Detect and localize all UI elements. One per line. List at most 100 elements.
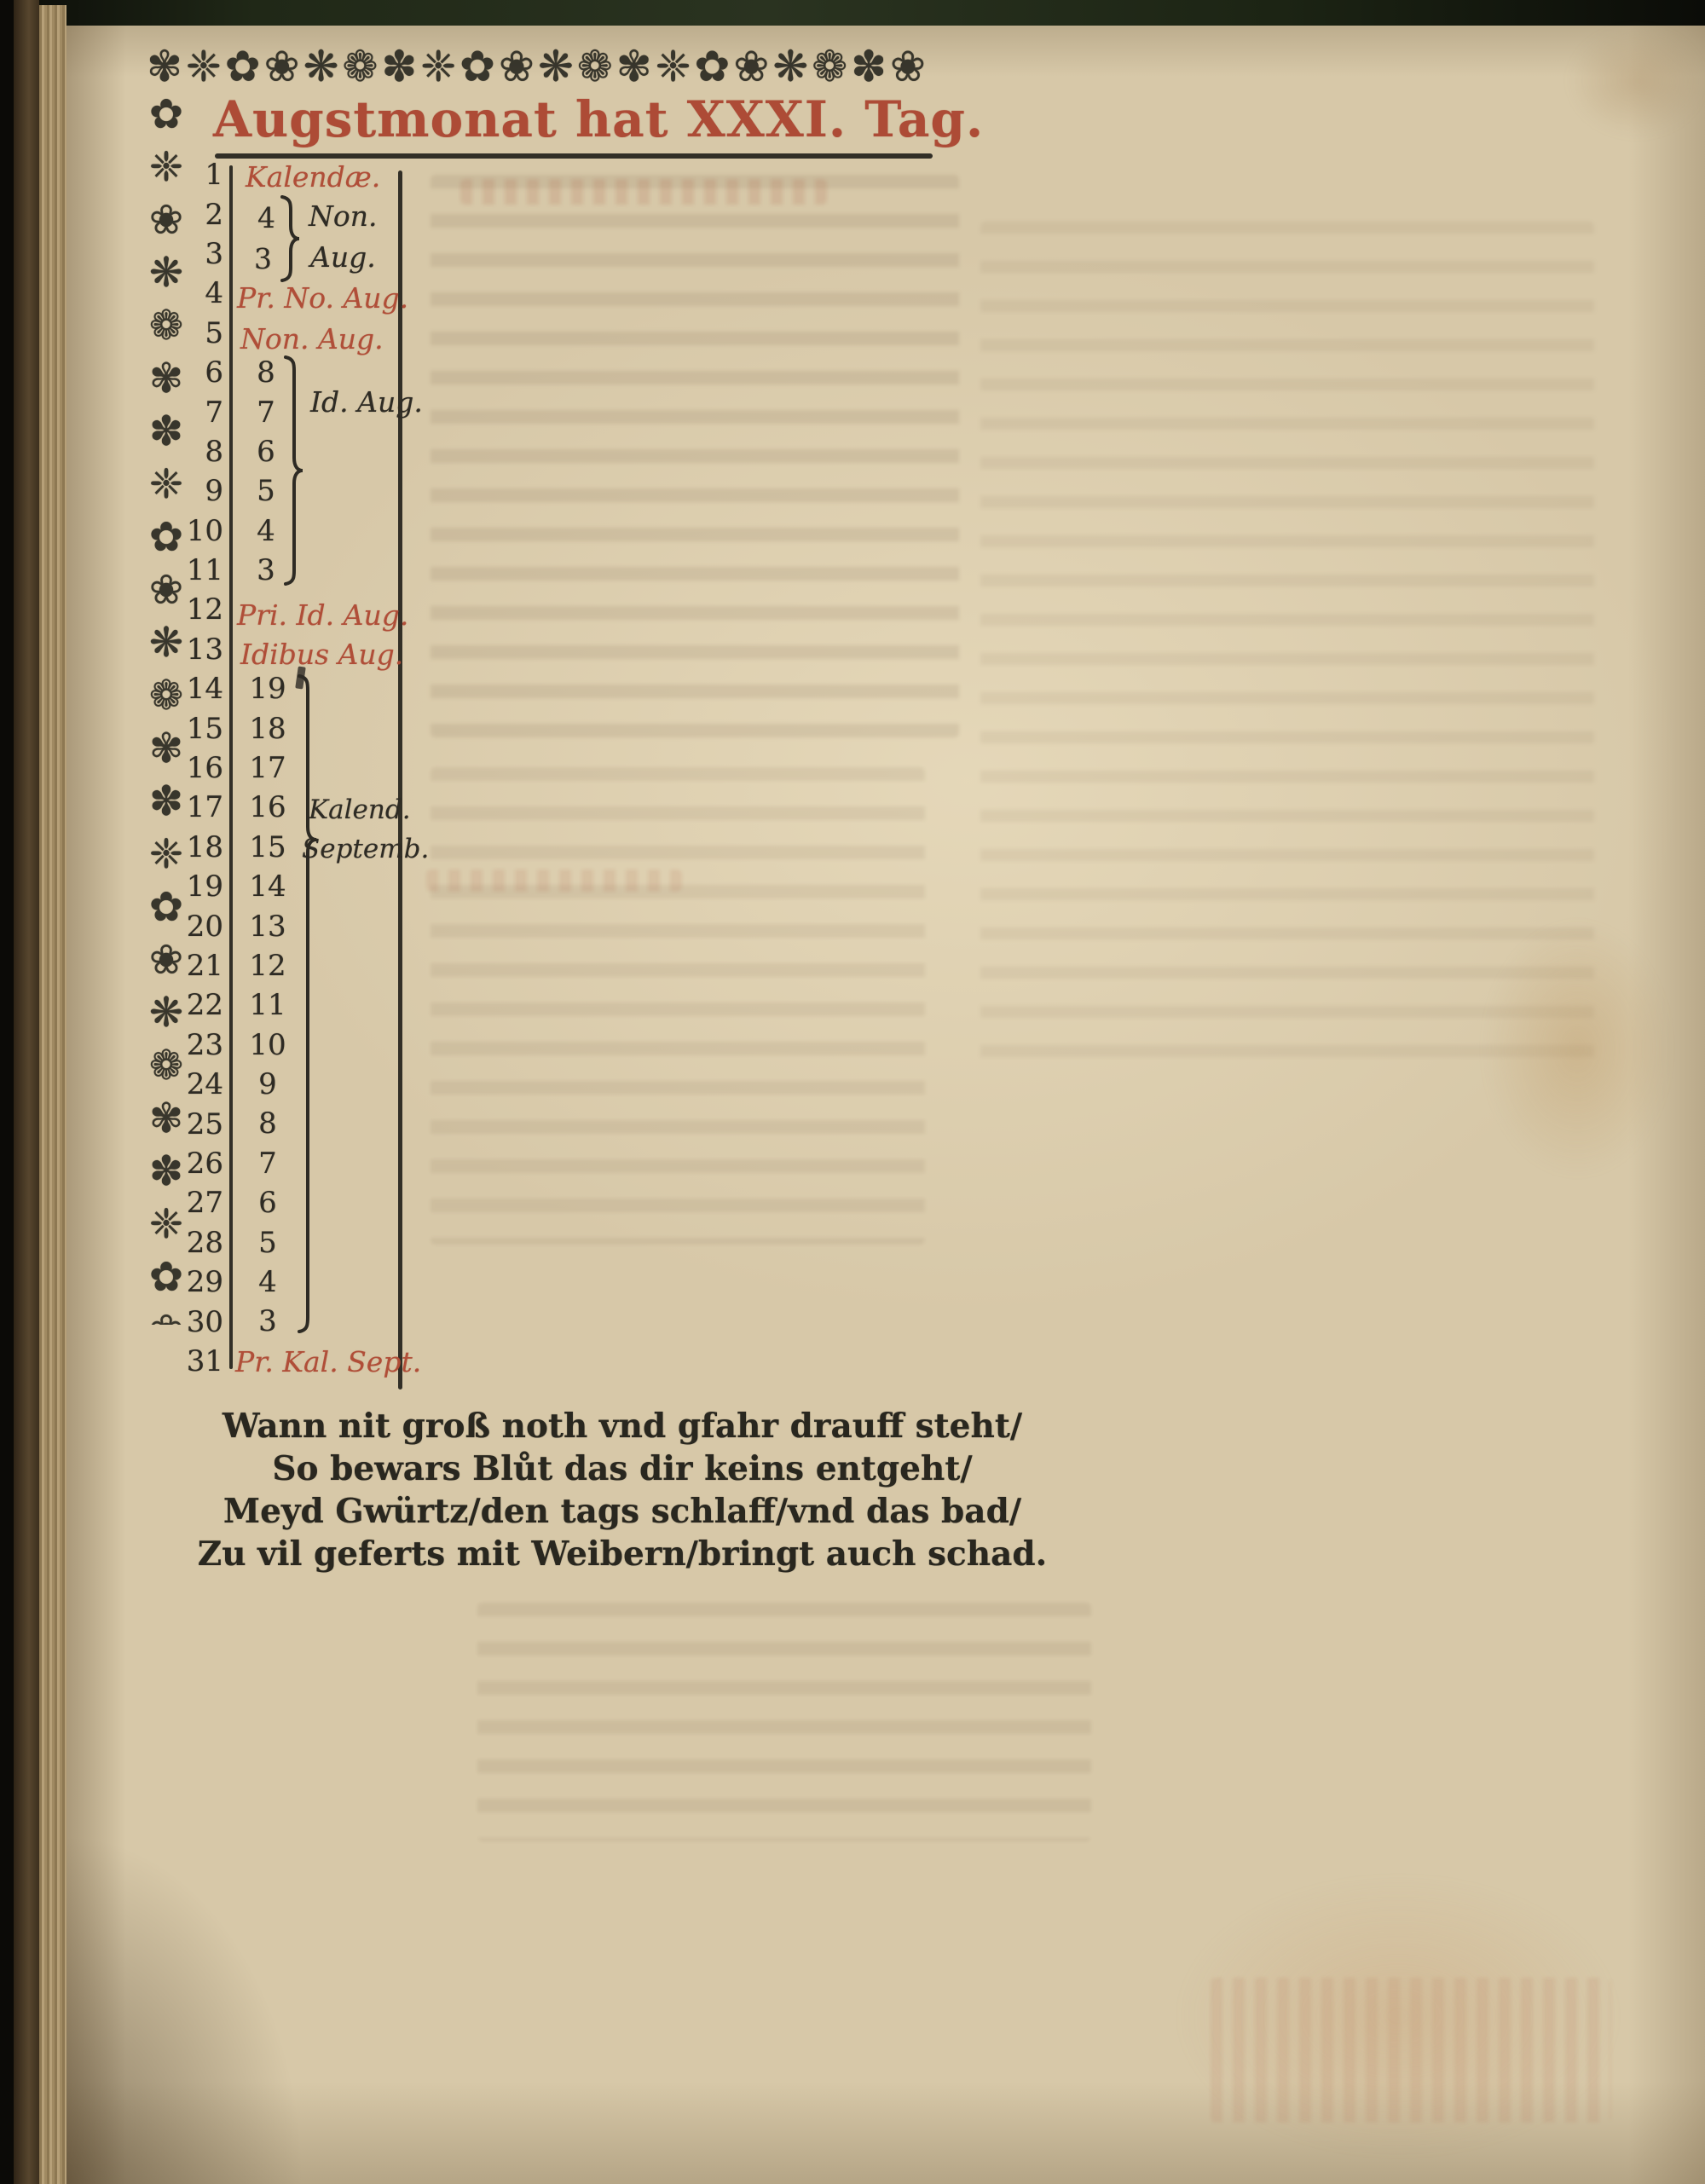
day-number: 22 bbox=[186, 988, 223, 1023]
brace-kalendas bbox=[298, 674, 317, 1333]
label-kalendas-line1: Kalend. bbox=[309, 794, 411, 825]
kalendas-number: 11 bbox=[249, 988, 286, 1023]
day-number: 6 bbox=[205, 355, 223, 390]
verse-line: Meyd Gwürtz/den tags schlaff/vnd das bad… bbox=[223, 1492, 1022, 1531]
floral-ornament-border-left: ✿❈❀❋❁✾✽❈✿❀❋❁✾✽❈✿❀❋❁✾✽❈✿❀❋❁✾✽ bbox=[142, 90, 190, 1325]
label-kalendae: Kalendæ. bbox=[246, 160, 381, 194]
day-number: 10 bbox=[186, 513, 223, 548]
label-pridie-nonas: Pr. No. Aug. bbox=[237, 281, 409, 315]
day-number: 13 bbox=[186, 632, 223, 667]
bleed-through bbox=[477, 1603, 1091, 1841]
day-number: 31 bbox=[186, 1343, 223, 1378]
label-nonae-line1: Non. bbox=[309, 199, 378, 233]
bleed-through bbox=[431, 767, 925, 1245]
day-number: 17 bbox=[186, 790, 223, 825]
day-number: 12 bbox=[186, 592, 223, 627]
verse-line: Zu vil geferts mit Weibern/bringt auch s… bbox=[197, 1534, 1048, 1574]
kalendas-number: 10 bbox=[249, 1027, 286, 1062]
book-spine-shadow bbox=[0, 0, 14, 2184]
day-number: 25 bbox=[186, 1106, 223, 1141]
label-nonae-line2: Aug. bbox=[310, 240, 376, 274]
kalendas-number: 14 bbox=[249, 870, 286, 904]
label-pridie-kalendas: Pr. Kal. Sept. bbox=[235, 1345, 422, 1378]
idus-number: 3 bbox=[257, 553, 275, 588]
kalendas-number-column: 19 18 17 16 15 14 13 12 11 10 9 8 7 6 5 4 3 bbox=[249, 669, 286, 1342]
kalendas-number: 13 bbox=[249, 909, 286, 944]
label-idus: Id. Aug. bbox=[310, 385, 423, 419]
day-number: 15 bbox=[186, 711, 223, 746]
day-number: 16 bbox=[186, 751, 223, 786]
kalendas-number: 4 bbox=[258, 1265, 277, 1300]
day-number: 29 bbox=[186, 1265, 223, 1300]
book-spine bbox=[14, 0, 39, 2184]
bleed-through-red bbox=[460, 179, 827, 205]
day-number: 28 bbox=[186, 1225, 223, 1260]
day-number: 11 bbox=[186, 553, 223, 588]
kalendas-number: 7 bbox=[258, 1146, 277, 1181]
day-number: 21 bbox=[186, 949, 223, 983]
kalendas-number: 9 bbox=[258, 1067, 277, 1102]
day-number: 2 bbox=[205, 197, 223, 232]
day-number: 14 bbox=[186, 672, 223, 707]
brace-idus bbox=[284, 355, 303, 586]
bleed-through bbox=[431, 175, 959, 737]
day-number: 27 bbox=[186, 1186, 223, 1221]
day-number: 1 bbox=[205, 158, 223, 193]
kalendas-number: 6 bbox=[258, 1186, 277, 1221]
bleed-through bbox=[980, 222, 1594, 1074]
page-corner-shadow bbox=[66, 1833, 305, 2184]
brace-nonae bbox=[280, 195, 300, 282]
bleed-through-red bbox=[426, 870, 682, 892]
day-number: 20 bbox=[186, 909, 223, 944]
day-number: 7 bbox=[205, 395, 223, 430]
stain bbox=[1176, 1875, 1620, 2157]
month-verse: Wann nit groß noth vnd gfahr drauff steh… bbox=[188, 1405, 1057, 1575]
middle-column-rule bbox=[398, 170, 402, 1390]
stain bbox=[1483, 921, 1671, 1176]
day-number: 26 bbox=[186, 1146, 223, 1181]
page-paper bbox=[66, 26, 1705, 2184]
idus-number: 7 bbox=[257, 395, 275, 430]
floral-ornament-border-top: ✾❈✿❀❋❁✽❈✿❀❋❁✾❈✿❀❋❁✽❀ bbox=[147, 42, 929, 91]
day-number: 8 bbox=[205, 434, 223, 469]
day-number: 30 bbox=[186, 1304, 223, 1339]
day-number: 4 bbox=[205, 276, 223, 311]
day-number: 24 bbox=[186, 1067, 223, 1102]
nonae-number: 4 bbox=[257, 201, 275, 234]
bleed-through-red bbox=[1211, 1978, 1611, 2123]
verse-line: So bewars Blůt das dir keins entgeht/ bbox=[272, 1449, 973, 1488]
day-number: 9 bbox=[205, 474, 223, 509]
kalendas-number: 8 bbox=[258, 1106, 277, 1141]
verse-line: Wann nit groß noth vnd gfahr drauff steh… bbox=[222, 1407, 1023, 1446]
kalendas-number: 18 bbox=[249, 711, 286, 746]
idus-number: 6 bbox=[257, 434, 275, 469]
page-edges bbox=[39, 5, 66, 2184]
label-idibus: Idibus Aug. bbox=[240, 638, 404, 671]
idus-number: 4 bbox=[257, 513, 275, 548]
label-nonis: Non. Aug. bbox=[240, 322, 384, 355]
kalendas-number: 15 bbox=[249, 829, 286, 864]
label-kalendas-line2: Septemb. bbox=[302, 834, 430, 864]
kalendas-number: 12 bbox=[249, 948, 286, 983]
page-title: Augstmonat hat XXXI. Tag. bbox=[213, 90, 985, 148]
idus-number-column: 8 7 6 5 4 3 bbox=[247, 353, 285, 590]
nonae-number: 3 bbox=[254, 242, 272, 275]
kalendas-number: 17 bbox=[249, 750, 286, 785]
idus-number: 8 bbox=[257, 355, 275, 390]
kalendas-number: 3 bbox=[258, 1304, 277, 1339]
day-number: 3 bbox=[205, 236, 223, 271]
day-number: 5 bbox=[205, 315, 223, 350]
day-number: 19 bbox=[186, 870, 223, 904]
idus-number: 5 bbox=[257, 474, 275, 509]
kalendas-number: 16 bbox=[249, 790, 286, 825]
day-number: 23 bbox=[186, 1027, 223, 1062]
stain bbox=[1569, 26, 1705, 136]
kalendas-number: 19 bbox=[249, 672, 286, 707]
title-rule bbox=[215, 153, 933, 159]
kalendas-number: 5 bbox=[258, 1225, 277, 1260]
label-pridie-idus: Pri. Id. Aug. bbox=[237, 598, 409, 632]
day-number: 18 bbox=[186, 829, 223, 864]
book-top-edge bbox=[0, 0, 1705, 26]
